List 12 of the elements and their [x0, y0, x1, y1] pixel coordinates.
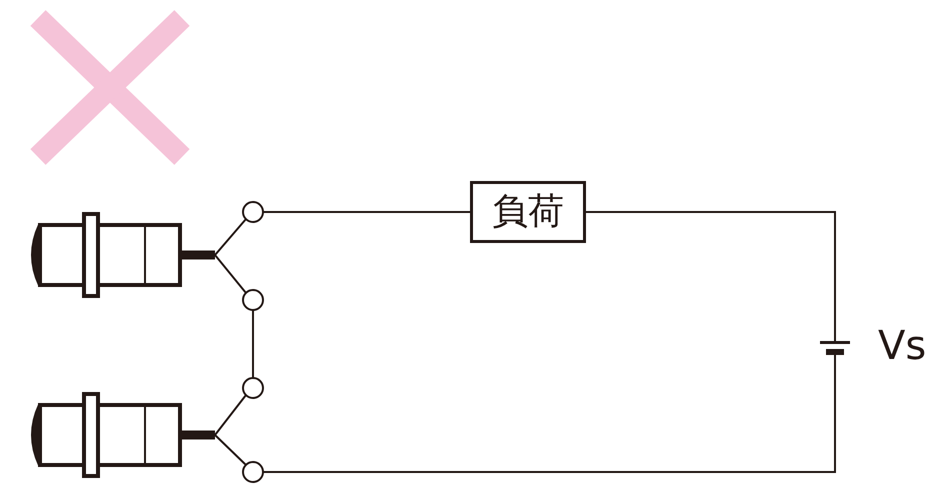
load-box [470, 181, 586, 243]
circuit-wire [263, 211, 470, 213]
battery-symbol [820, 341, 850, 355]
terminal-circle [242, 289, 264, 311]
circuit-wire [252, 310, 254, 378]
terminal-circle [242, 461, 264, 483]
load-label: 負荷 [492, 194, 564, 230]
terminal-circle [242, 201, 264, 223]
circuit-wire [586, 211, 836, 341]
supply-voltage-label: Vs [878, 326, 926, 366]
terminal-circle [242, 377, 264, 399]
circuit-wire [263, 355, 836, 473]
